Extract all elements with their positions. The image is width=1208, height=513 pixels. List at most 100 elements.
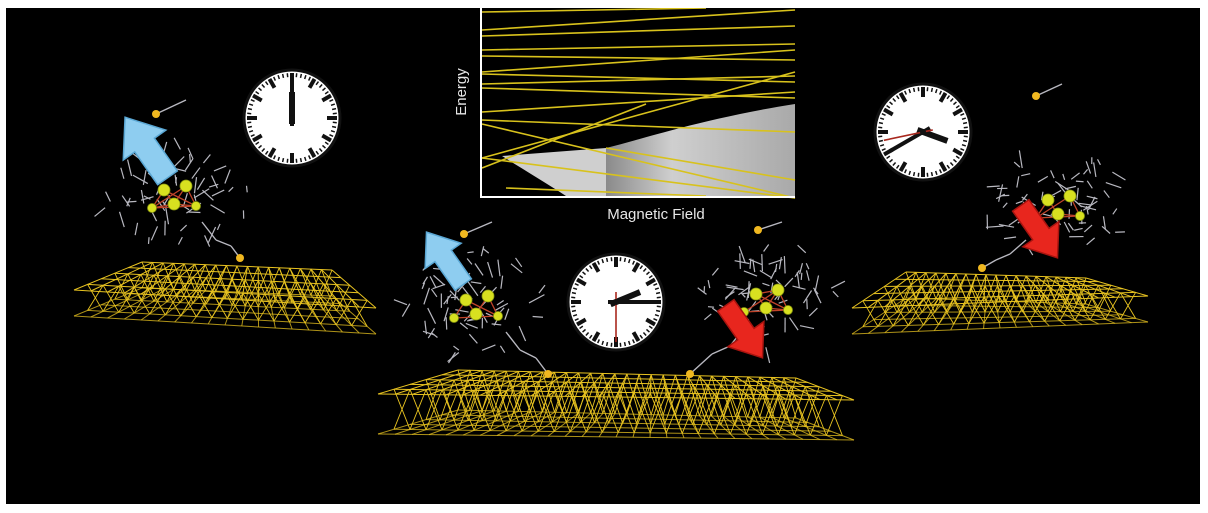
ligand-bond	[445, 317, 448, 330]
ligand-bond	[208, 183, 219, 188]
energy-level-line	[481, 157, 796, 199]
gold-lattice-line	[632, 414, 640, 438]
ligand-bond	[724, 287, 736, 300]
clock-tick	[631, 339, 635, 344]
clock-tick	[571, 309, 577, 313]
gold-lattice-line	[566, 372, 580, 413]
gold-lattice-line	[934, 285, 948, 313]
gold-lattice-line	[453, 380, 469, 421]
gold-lattice-line	[681, 393, 699, 434]
gold-lattice-line	[323, 284, 337, 311]
clock-pivot	[289, 115, 295, 121]
gold-lattice-line	[469, 370, 483, 411]
clock-tick	[960, 147, 965, 151]
ligand-bond	[496, 299, 504, 306]
clock-tick	[895, 164, 900, 169]
gold-lattice-line	[299, 268, 312, 295]
gold-lattice-line	[723, 415, 753, 440]
energy-level-line	[481, 25, 796, 37]
clock-tick	[281, 157, 285, 163]
gold-lattice-line	[299, 294, 327, 332]
clock-tick	[324, 141, 329, 146]
gold-lattice-line	[1065, 302, 1116, 324]
clock-tick	[892, 161, 897, 166]
gold-lattice-line	[883, 286, 898, 313]
gold-lattice-line	[581, 413, 604, 437]
ligand-bond	[995, 193, 1006, 200]
gold-lattice-line	[711, 375, 736, 399]
gold-lattice-line	[777, 394, 795, 435]
ligand-bond	[1112, 208, 1118, 215]
gold-lattice-line	[205, 278, 220, 305]
ligand-bond	[447, 352, 460, 363]
clock-tick	[912, 87, 916, 93]
ligand-bond	[805, 270, 810, 281]
gold-lattice-line	[650, 374, 664, 415]
gold-lattice-line	[664, 384, 680, 425]
ligand-bond	[1054, 180, 1071, 192]
ligand-bond	[515, 257, 523, 268]
ligand-bond	[1037, 175, 1049, 183]
sulfur-anchor	[978, 264, 986, 272]
spin-up-arrow-center	[424, 231, 473, 292]
gold-lattice-line	[553, 391, 571, 432]
gold-lattice-line	[283, 282, 298, 309]
ligand-bond	[711, 267, 719, 276]
gold-lattice-line	[723, 376, 737, 417]
gold-lattice-line	[884, 298, 927, 334]
energy-level-line	[481, 87, 796, 99]
gold-lattice-line	[289, 296, 306, 323]
ligand-bond	[193, 177, 198, 194]
sulfur-atom	[1032, 92, 1040, 100]
ligand-bond	[1016, 176, 1020, 188]
gold-lattice-line	[955, 273, 967, 300]
gold-lattice-line	[152, 262, 164, 289]
clock-tick	[946, 164, 951, 169]
gold-lattice-line	[900, 298, 937, 333]
ligand-bond	[985, 225, 1004, 228]
gold-lattice-line	[164, 289, 182, 316]
gold-lattice-line	[133, 287, 151, 314]
gold-lattice-line	[895, 304, 1099, 309]
metal-atom	[1063, 189, 1077, 203]
ligand-bond	[202, 154, 211, 164]
clock-tick	[645, 271, 650, 276]
gold-lattice-line	[231, 279, 246, 306]
metal-atom	[771, 283, 785, 297]
clock-tick	[886, 104, 891, 109]
gold-lattice-line	[496, 411, 543, 436]
gold-lattice-line	[242, 293, 259, 320]
gold-lattice-line	[90, 287, 153, 318]
clock-tick	[623, 257, 627, 263]
gold-lattice-line	[985, 274, 997, 301]
clock-tick	[277, 156, 281, 162]
gold-lattice-line	[258, 294, 275, 321]
ligand-bond	[480, 246, 485, 257]
gold-lattice-line	[87, 285, 104, 311]
gold-lattice-line	[638, 374, 652, 415]
clock-tick	[960, 113, 965, 117]
clock-tick	[588, 265, 593, 270]
ligand-bond	[998, 223, 1015, 228]
clock-tick	[321, 87, 326, 92]
gold-lattice-line	[124, 288, 174, 320]
gold-lattice-line	[686, 375, 700, 416]
ligand-bond	[143, 195, 151, 200]
clock-tick	[579, 274, 584, 279]
gold-lattice-line	[227, 293, 244, 319]
ligand-bond	[105, 191, 111, 202]
energy-level-line	[481, 119, 796, 133]
clock-tick	[631, 260, 635, 265]
gold-lattice-line	[179, 276, 194, 303]
gold-lattice-line	[505, 390, 523, 431]
gold-lattice-line	[481, 370, 495, 411]
ethyl-bond	[757, 221, 783, 231]
gold-lattice-line	[191, 290, 217, 324]
ligand-bond	[210, 204, 225, 214]
gold-lattice-line	[1045, 276, 1057, 303]
ligand-bond	[1083, 169, 1089, 175]
ligand-bond	[749, 258, 752, 269]
ligand-bond	[422, 276, 428, 285]
gold-lattice-line	[915, 272, 927, 299]
clock-tick	[299, 73, 303, 79]
